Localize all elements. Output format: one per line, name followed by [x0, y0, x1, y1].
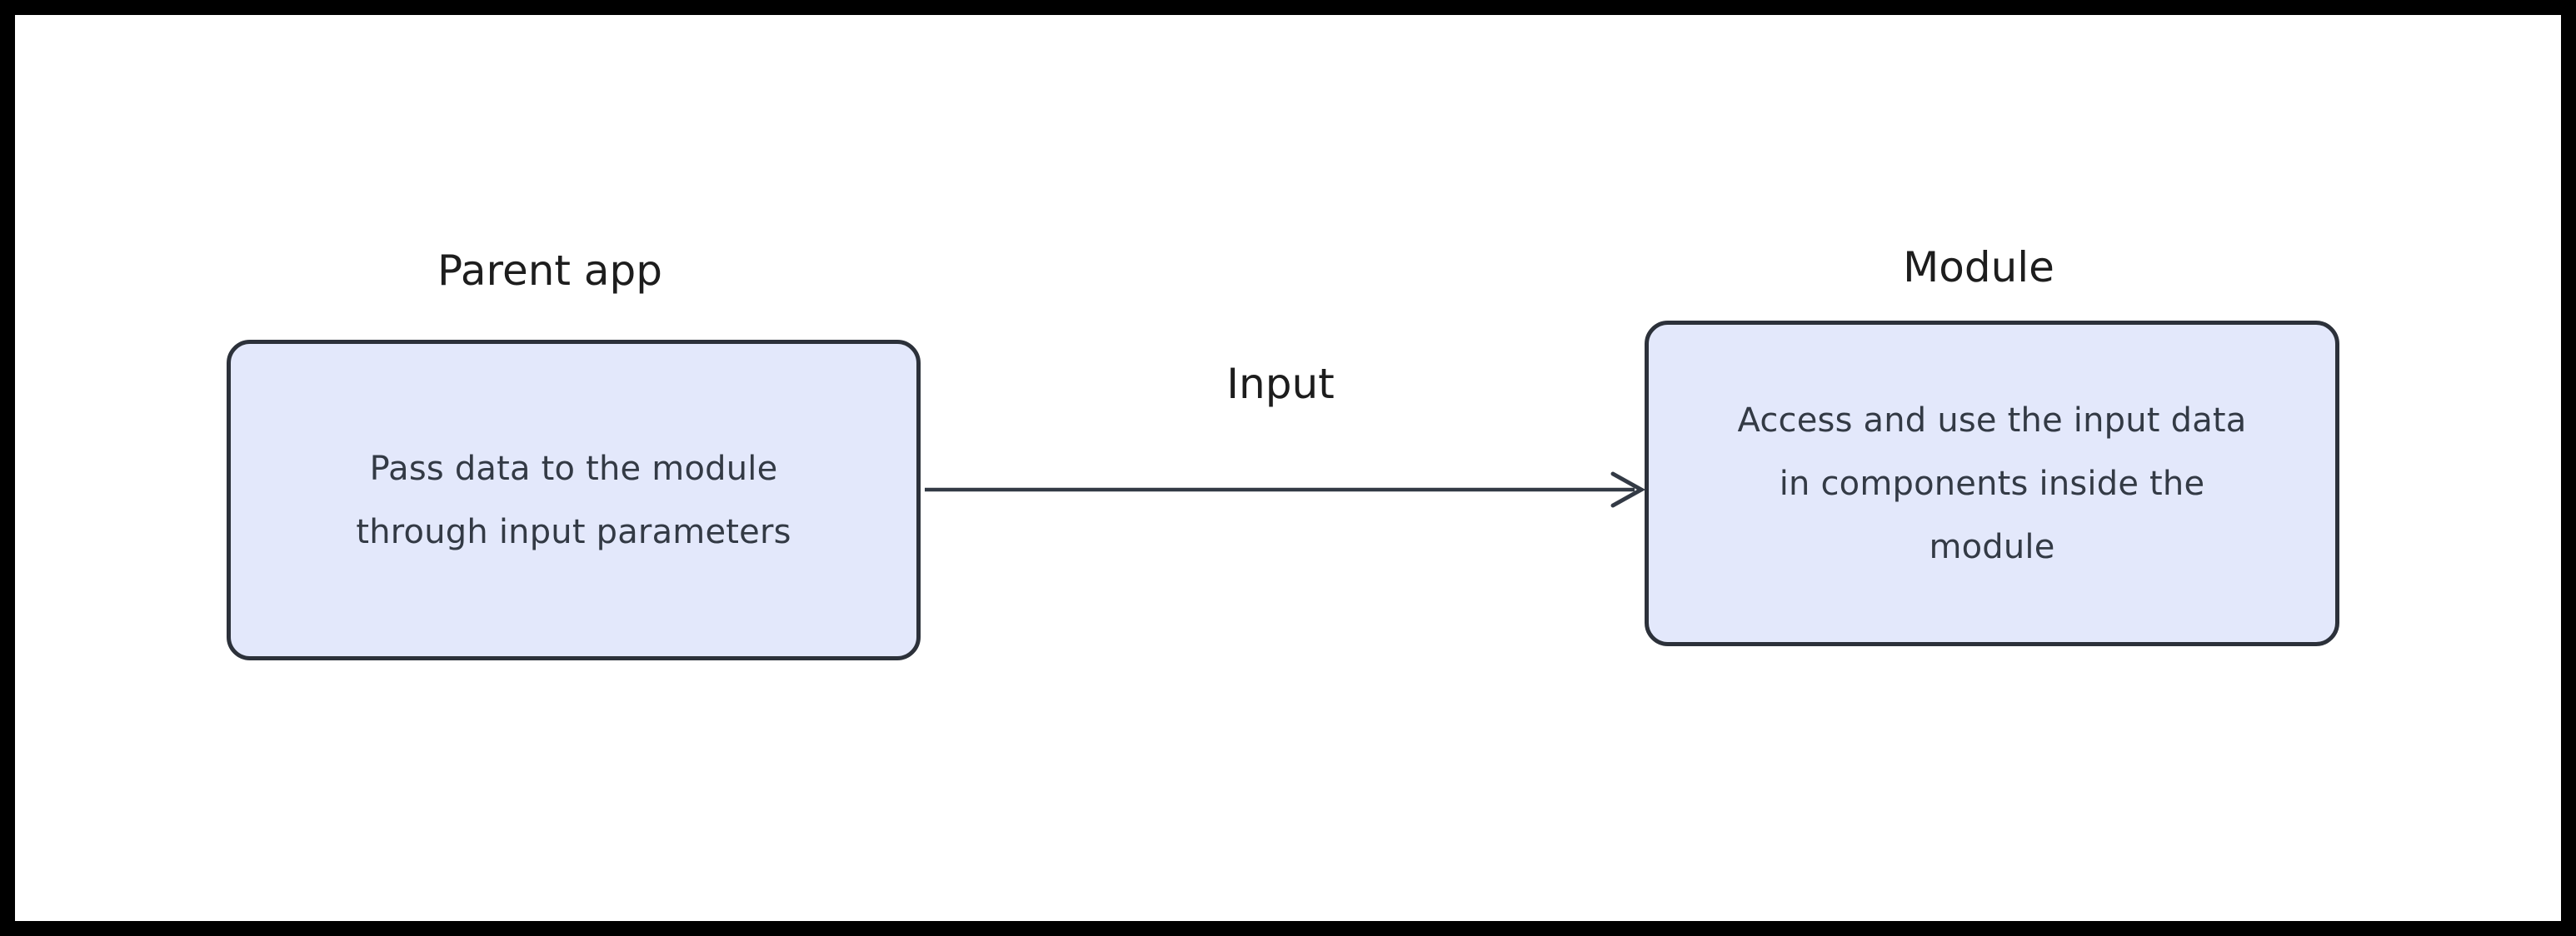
- arrowhead-icon: [1610, 471, 1646, 508]
- node-parent-app[interactable]: Pass data to the module through input pa…: [227, 340, 921, 660]
- edge-parent-to-module: [925, 471, 1646, 508]
- node-module-text: Access and use the input data in compone…: [1737, 401, 2247, 566]
- node-module[interactable]: Access and use the input data in compone…: [1645, 321, 2339, 646]
- node-title-parent-app: Parent app: [437, 246, 663, 295]
- node-title-module: Module: [1903, 243, 2054, 291]
- edge-label-input: Input: [1226, 360, 1335, 408]
- node-parent-app-text: Pass data to the module through input pa…: [356, 449, 791, 551]
- diagram-canvas: Parent app Module Pass data to the modul…: [15, 15, 2561, 921]
